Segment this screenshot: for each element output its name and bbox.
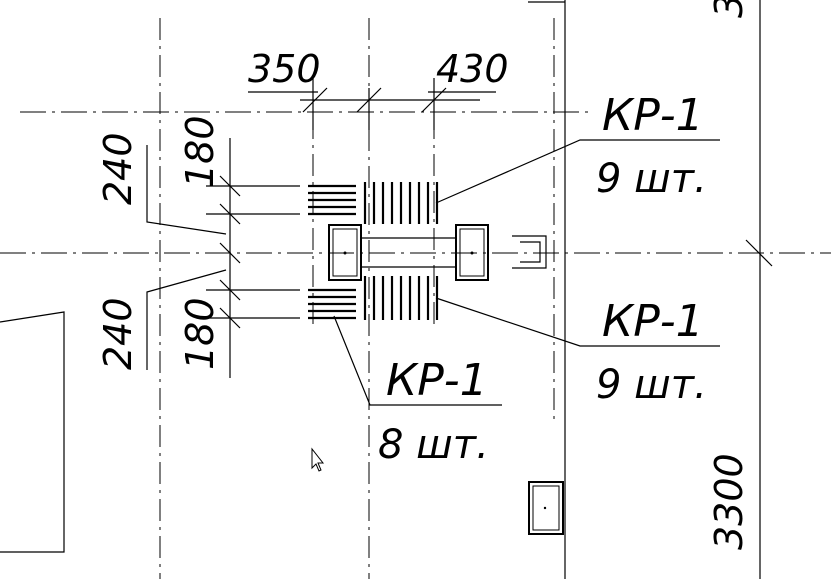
dim-label-3300: 3300 [707, 453, 751, 550]
dim-label-partial-3: 3 [707, 0, 751, 18]
callout-2-qty: 9 шт. [596, 362, 707, 408]
dim-left-tick-5 [219, 307, 241, 329]
dim-label-430: 430 [436, 47, 509, 91]
dim-label-240-upper: 240 [96, 132, 140, 205]
column-left [328, 224, 362, 281]
dim-tick-right [745, 239, 773, 267]
top-dimension-chain [248, 78, 496, 130]
callout-leaders [333, 139, 720, 406]
rebar-group-bottom-horizontal [308, 288, 356, 320]
detail-box-center [543, 506, 547, 510]
dim-left-tick-3 [219, 242, 241, 264]
leader-callout-1 [435, 139, 720, 204]
rebar-group-top-vertical [363, 182, 439, 224]
rebar-group-top-horizontal [308, 184, 356, 216]
column-right-inner [459, 228, 485, 277]
callout-1-mark: КР-1 [602, 90, 704, 141]
dim-left-tick-1 [219, 175, 241, 197]
dim-left-tick-4 [219, 279, 241, 301]
beam-assembly [328, 224, 547, 281]
leader-callout-3 [333, 315, 502, 406]
dim-label-240-lower: 240 [96, 297, 140, 370]
mouse-pointer-icon [311, 447, 325, 472]
dim-tick-1 [302, 87, 328, 113]
column-right-center [470, 251, 474, 255]
callout-3-mark: КР-1 [386, 355, 488, 406]
dim-label-350: 350 [248, 47, 321, 91]
leader-240-upper [146, 145, 227, 235]
dim-left-tick-2 [219, 203, 241, 225]
callout-3-qty: 8 шт. [378, 422, 489, 468]
left-block-outline [0, 311, 65, 553]
detail-box-inner [532, 485, 560, 531]
bracket-right [512, 235, 547, 269]
column-left-inner [332, 228, 358, 277]
callout-1-qty: 9 шт. [596, 156, 707, 202]
left-dimension-chain [146, 138, 300, 378]
column-left-center [343, 251, 347, 255]
dim-label-180-lower: 180 [178, 297, 222, 370]
building-outline [0, 0, 761, 579]
detail-box [528, 481, 564, 535]
bracket-right-inner [520, 241, 541, 263]
column-right [455, 224, 489, 281]
rebar-group-bottom-vertical [363, 276, 439, 320]
leader-240-lower [146, 269, 227, 370]
dim-label-180-upper: 180 [178, 115, 222, 188]
callout-2-mark: КР-1 [602, 296, 704, 347]
leader-callout-2 [435, 297, 720, 347]
